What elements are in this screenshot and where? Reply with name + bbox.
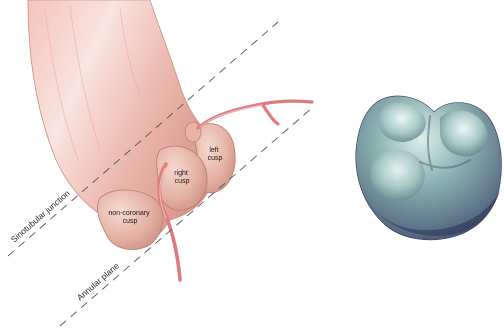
sinotubular-junction-label: Sinotubular junction (9, 188, 72, 245)
left-cusp-label: left cusp (208, 147, 223, 162)
aortic-valve-3d-model (356, 96, 502, 240)
left-coronary-ostium (185, 122, 201, 142)
aortic-root-illustration: Sinotubular junction Annular plane left … (8, 0, 312, 326)
annular-plane-label: Annular plane (75, 260, 121, 302)
right-cusp-label: right cusp (174, 170, 190, 185)
